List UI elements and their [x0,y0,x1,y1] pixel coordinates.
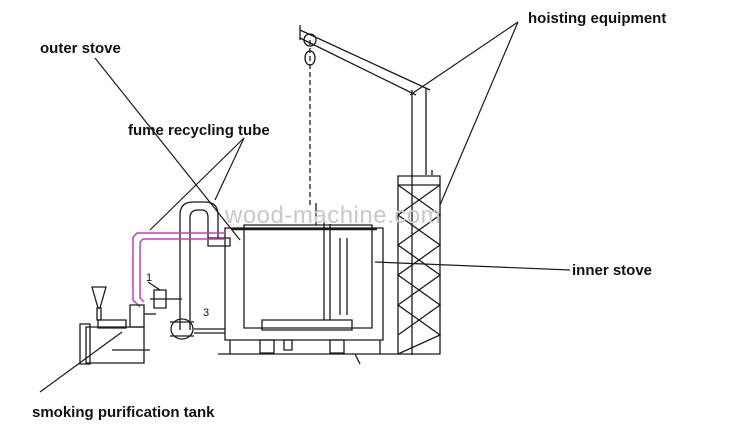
watermark: wood-machine.com [225,202,442,229]
purification-tank [80,287,156,364]
label-inner-stove: inner stove [572,262,653,279]
label-fume-recycling-tube: fume recycling tube [128,122,270,139]
label-smoking-purification-tank: smoking purification tank [32,404,215,421]
stove [218,222,398,364]
hoisting-equipment [300,25,440,355]
marker-one: 1 [146,272,153,284]
valves [150,290,225,339]
marker-three: 3 [203,307,210,319]
fume-recycling-tube [180,202,230,330]
label-hoisting-equipment: hoisting equipment [528,10,667,27]
pink-return-pipe [133,233,225,307]
label-outer-stove: outer stove [40,40,121,57]
marker-one-leader [148,282,160,290]
leader-lines [40,22,570,392]
